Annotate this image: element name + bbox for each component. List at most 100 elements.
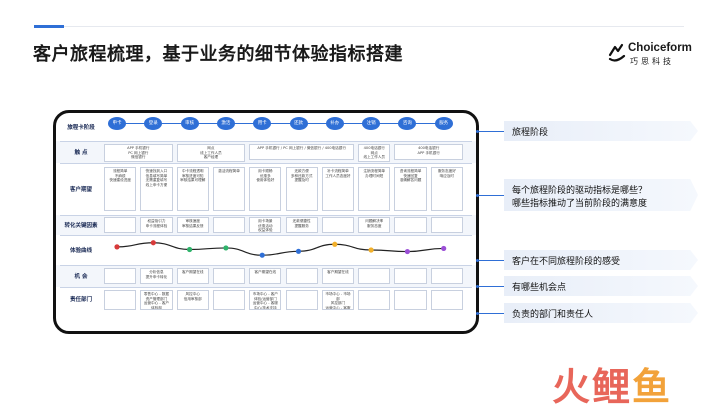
- row-label: 客户期望: [69, 187, 92, 193]
- department-cell: 风控中心 信用审核部: [176, 290, 209, 310]
- department-cell: 市场中心 - 市场部 风控部门 运营中心 - 客服部: [321, 290, 355, 310]
- annotation-leader-line: [479, 195, 504, 196]
- conversion-cell: [104, 217, 137, 233]
- stage-connector: [117, 123, 444, 124]
- annotation-text: 负责的部门和责任人: [512, 310, 594, 320]
- expectation-cell: 中卡流程透明 审核进度可知 审核结果可理解: [176, 167, 209, 211]
- annotation-text: 旅程阶段: [512, 128, 549, 138]
- touchpoint-cell: 400电话银行 APP 手机银行: [394, 144, 463, 160]
- conversion-cell: [212, 217, 246, 233]
- annotation-leader-line: [479, 131, 504, 132]
- conversion-cell: 还款便捷性 提醒服务: [285, 217, 318, 233]
- watermark-char: 火: [552, 365, 593, 409]
- annotation-dot: [476, 194, 479, 197]
- row-label: 转化关键因素: [64, 223, 98, 229]
- choiceform-logo: Choiceform 巧思科技: [606, 42, 696, 68]
- logo-brand-text: Choiceform: [628, 42, 692, 54]
- expectation-cell: 快速找到入口 信息填写简单 无需重复填写 线上申卡方便: [140, 167, 173, 211]
- curve-point: [295, 248, 302, 254]
- row-label: 旅程卡阶段: [67, 125, 95, 131]
- expectation-cell: 咨询流程简单 快速回复 准确解答问题: [394, 167, 427, 211]
- conversion-cell: [321, 217, 355, 233]
- title-accent-bar: [34, 25, 64, 28]
- opportunity-cell: [394, 268, 427, 284]
- department-cell: [104, 290, 137, 310]
- conversion-cell: 用卡场景 优惠活动 权益体验: [249, 217, 282, 233]
- department-cell: [394, 290, 427, 310]
- annotation-tag: [504, 276, 698, 296]
- experience-curve: [114, 240, 447, 258]
- curve-point: [259, 252, 265, 258]
- row-divider: [60, 287, 472, 288]
- annotation-tag: [504, 179, 698, 211]
- expectation-cell: 服务态度好 响应及时: [430, 167, 463, 211]
- curve-point: [223, 245, 229, 251]
- expectation-cell: 注销流程简单 办理时间短: [358, 167, 391, 211]
- annotation-text: 客户在不同旅程阶段的感受: [512, 257, 621, 267]
- curve-point: [150, 240, 156, 246]
- header-divider: [64, 26, 684, 27]
- row-divider: [60, 141, 472, 142]
- choiceform-logo-icon: [608, 43, 626, 62]
- opportunity-cell: [104, 268, 137, 284]
- stage-pill[interactable]: 注销: [362, 117, 381, 130]
- watermark-char: 鲤: [592, 365, 633, 409]
- opportunity-cell: 客户期望在线: [321, 268, 355, 284]
- department-cell: [212, 290, 246, 310]
- row-divider: [60, 163, 472, 164]
- annotation-callout: 有哪些机会点: [476, 276, 720, 296]
- stage-pill[interactable]: 激活: [216, 117, 235, 130]
- conversion-cell: [394, 217, 427, 233]
- opportunity-cell: [285, 268, 318, 284]
- curve-point: [332, 241, 338, 247]
- annotation-leader-line: [479, 313, 504, 314]
- department-cell: [430, 290, 463, 310]
- opportunity-cell: 客户期望在线: [249, 268, 282, 284]
- department-cell: 市场中心 - 客户体验/运营部门 运营中心 - 客服中心/技术支持: [249, 290, 282, 310]
- opportunity-cell: [212, 268, 246, 284]
- department-cell: 零售中心 - 数据资产管理部门 运营中心 - 客户体验部: [140, 290, 173, 310]
- annotation-tag: [504, 303, 698, 323]
- conversion-cell: 审核速度 审核结果反馈: [176, 217, 209, 233]
- expectation-cell: 流程简单 不麻烦 快速建设进度: [104, 167, 137, 211]
- opportunity-cell: [358, 268, 391, 284]
- touchpoint-cell: APP 手机银行 PC 网上银行 微信银行: [104, 144, 173, 162]
- expectation-cell: 补卡流程简单 工作人员态度好: [321, 167, 355, 211]
- stage-pill[interactable]: 还款: [289, 117, 308, 130]
- annotation-text: 每个旅程阶段的驱动指标是哪些？: [512, 186, 648, 196]
- stage-pill[interactable]: 审核: [180, 117, 199, 130]
- conversion-cell: [430, 217, 463, 233]
- curve-point: [187, 246, 193, 253]
- curve-point: [441, 245, 447, 252]
- page-title: 客户旅程梳理，基于业务的细节体验指标搭建: [33, 44, 403, 65]
- logo-brand-cn-text: 巧思科技: [630, 57, 674, 66]
- stage-pill[interactable]: 咨询: [398, 117, 417, 130]
- stage-pill[interactable]: 用卡: [253, 117, 272, 130]
- journey-map-card: 旅程卡阶段触 点客户期望转化关键因素体验曲线机 会责任部门申卡登录审核激活用卡还…: [53, 110, 479, 334]
- row-label: 责任部门: [69, 297, 92, 303]
- curve-point: [404, 248, 410, 255]
- annotation-dot: [476, 285, 479, 288]
- stage-pill[interactable]: 登录: [144, 117, 163, 130]
- annotation-callout: 客户在不同旅程阶段的感受: [476, 250, 720, 270]
- annotation-callout: 每个旅程阶段的驱动指标是哪些？哪些指标推动了当前阶段的满意度: [476, 179, 720, 211]
- department-cell: [285, 290, 318, 310]
- annotation-callout: 旅程阶段: [476, 121, 720, 141]
- annotation-leader-line: [479, 260, 504, 261]
- annotation-tag: [504, 250, 698, 270]
- stage-pill[interactable]: 服务: [434, 117, 453, 130]
- annotation-dot: [476, 130, 479, 133]
- row-label: 机 会: [74, 274, 88, 280]
- opportunity-cell: 分析信息 提升申卡转化: [140, 268, 173, 284]
- row-divider: [60, 215, 472, 216]
- annotation-dot: [476, 312, 479, 315]
- watermark-char: 鱼: [632, 365, 673, 409]
- annotation-dot: [476, 259, 479, 262]
- curve-point: [114, 244, 120, 250]
- stage-pill[interactable]: 补办: [325, 117, 344, 130]
- stage-pill[interactable]: 申卡: [108, 117, 126, 130]
- row-label: 触 点: [74, 150, 88, 156]
- annotation-tag: [504, 121, 698, 141]
- annotation-callout: 负责的部门和责任人: [476, 303, 720, 323]
- curve-point: [368, 247, 374, 253]
